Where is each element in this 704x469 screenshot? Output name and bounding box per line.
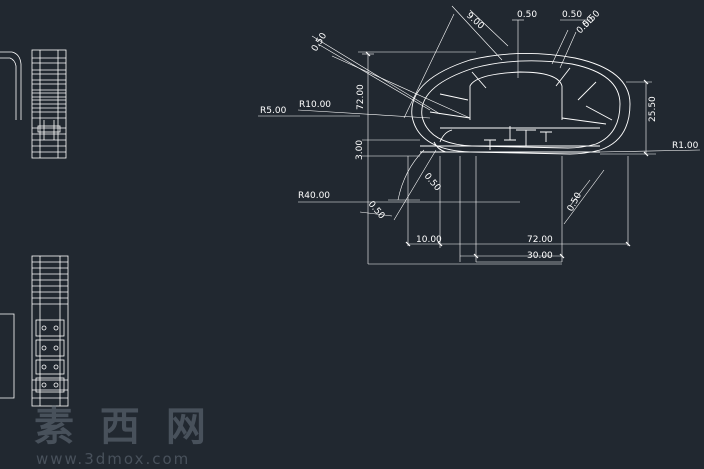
inner-chamber (469, 71, 563, 120)
bracket-2 (540, 131, 552, 142)
dim-10-00: 10.00 (416, 235, 442, 245)
mount-block-4 (35, 377, 65, 393)
side-view-top (0, 49, 67, 159)
cross-section (411, 53, 631, 155)
bracket-4 (516, 129, 536, 146)
inner-shell (421, 60, 621, 149)
dim-72-vertical: 72.00 (356, 84, 366, 110)
bent-tube-inner (0, 57, 17, 120)
outer-shell (411, 53, 631, 155)
mount-block-2 (35, 339, 65, 357)
lower-panel-frame (31, 255, 69, 407)
bracket-3 (484, 139, 496, 150)
bent-tube-outer (0, 51, 22, 120)
watermark-url: www.3dmox.com (36, 450, 190, 468)
dim-72-bottom: 72.00 (527, 235, 553, 245)
dim-3-00: 3.00 (355, 140, 365, 160)
dim-r10: R10.00 (299, 100, 331, 110)
dimension-ticks (365, 51, 649, 259)
watermark: 素 西 网 www.3dmox.com (34, 404, 212, 468)
dim-r40: R40.00 (298, 191, 330, 201)
dim-top-0-50-b: 0.50 (562, 10, 582, 20)
watermark-cn: 素 西 网 (34, 404, 212, 450)
mount-block-1 (35, 319, 65, 337)
dim-25-50: 25.50 (648, 96, 658, 122)
side-bracket (0, 313, 15, 399)
dim-r1: R1.00 (672, 141, 699, 151)
dim-30-00: 30.00 (527, 251, 553, 261)
bracket-1 (500, 126, 520, 141)
dim-top-0-50-a: 0.50 (517, 10, 537, 20)
dimension-lines (258, 5, 701, 265)
mount-block-3 (35, 359, 65, 375)
side-view-bottom (0, 255, 69, 407)
bracket-detail (37, 125, 61, 133)
dim-r5: R5.00 (260, 106, 287, 116)
